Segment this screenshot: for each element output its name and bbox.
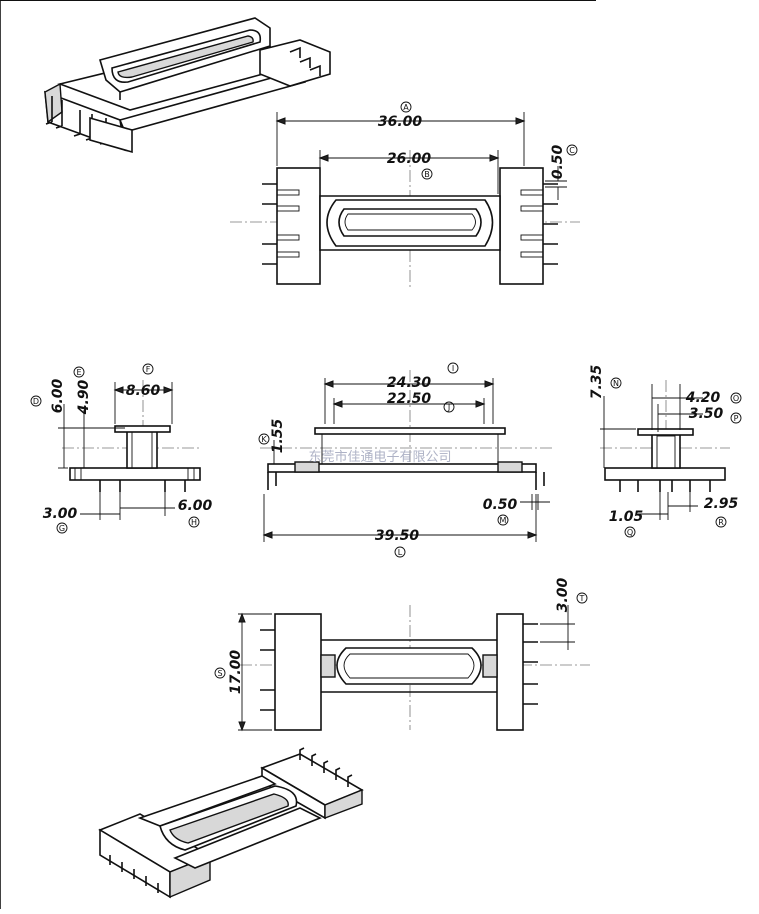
side-view-left [58, 380, 201, 520]
dimension-M-id: M [500, 516, 507, 525]
dimension-P-value: 3.50 [689, 406, 724, 422]
dimension-B-value: 26.00 [387, 151, 432, 167]
dimension-G-value: 3.00 [43, 506, 78, 522]
dimension-E-value: 4.90 [76, 379, 92, 415]
dimension-C-value: 0.50 [550, 144, 566, 179]
dimension-A-value: 36.00 [378, 114, 423, 130]
dimension-J-id: J [447, 403, 450, 412]
dimension-D-value: 6.00 [50, 378, 66, 413]
dimension-F-id: F [146, 365, 151, 374]
side-view-right [600, 380, 730, 520]
dimension-E-id: E [76, 368, 81, 377]
dimension-L-id: L [398, 548, 403, 557]
dimension-I-id: I [452, 364, 454, 373]
dimension-labels: 36.00 A 26.00 B 0.50 C 6.00 D 4.90 E 8.6… [30, 101, 742, 695]
dimension-D-id: D [33, 397, 39, 406]
top-view [230, 112, 580, 290]
dimension-F-value: 8.60 [126, 383, 161, 399]
dimension-K-id: K [261, 435, 267, 444]
front-view [260, 370, 555, 542]
dimension-P-id: P [734, 414, 739, 423]
dimension-H-value: 6.00 [178, 498, 213, 514]
isometric-view-bottom [98, 747, 364, 899]
isometric-view-top [44, 17, 331, 154]
dimension-C-id: C [569, 146, 575, 155]
dimension-O-value: 4.20 [685, 390, 721, 406]
dimension-L-value: 39.50 [375, 528, 420, 544]
dimension-R-id: R [718, 518, 724, 527]
dimension-N-id: N [613, 379, 619, 388]
dimension-G-id: G [59, 524, 65, 533]
dimension-K-value: 1.55 [270, 418, 286, 453]
dimension-A-id: A [403, 103, 409, 112]
dimension-N-value: 7.35 [589, 364, 605, 399]
company-watermark: 东莞市佳通电子有限公司 [308, 449, 451, 465]
bottom-view [238, 605, 590, 732]
dimension-Q-id: Q [627, 528, 633, 537]
dimension-S-value: 17.00 [228, 650, 244, 695]
dimension-R-value: 2.95 [704, 496, 739, 512]
dimension-T-value: 3.00 [555, 577, 571, 612]
dimension-M-value: 0.50 [483, 497, 518, 513]
dimension-I-value: 24.30 [387, 375, 432, 391]
dimension-H-id: H [191, 518, 197, 527]
dimension-B-id: B [424, 170, 430, 179]
dimension-T-id: T [579, 594, 585, 603]
dimension-J-value: 22.50 [387, 391, 432, 407]
dimension-S-id: S [217, 669, 222, 678]
dimension-O-id: O [733, 394, 739, 403]
dimension-Q-value: 1.05 [609, 509, 644, 525]
